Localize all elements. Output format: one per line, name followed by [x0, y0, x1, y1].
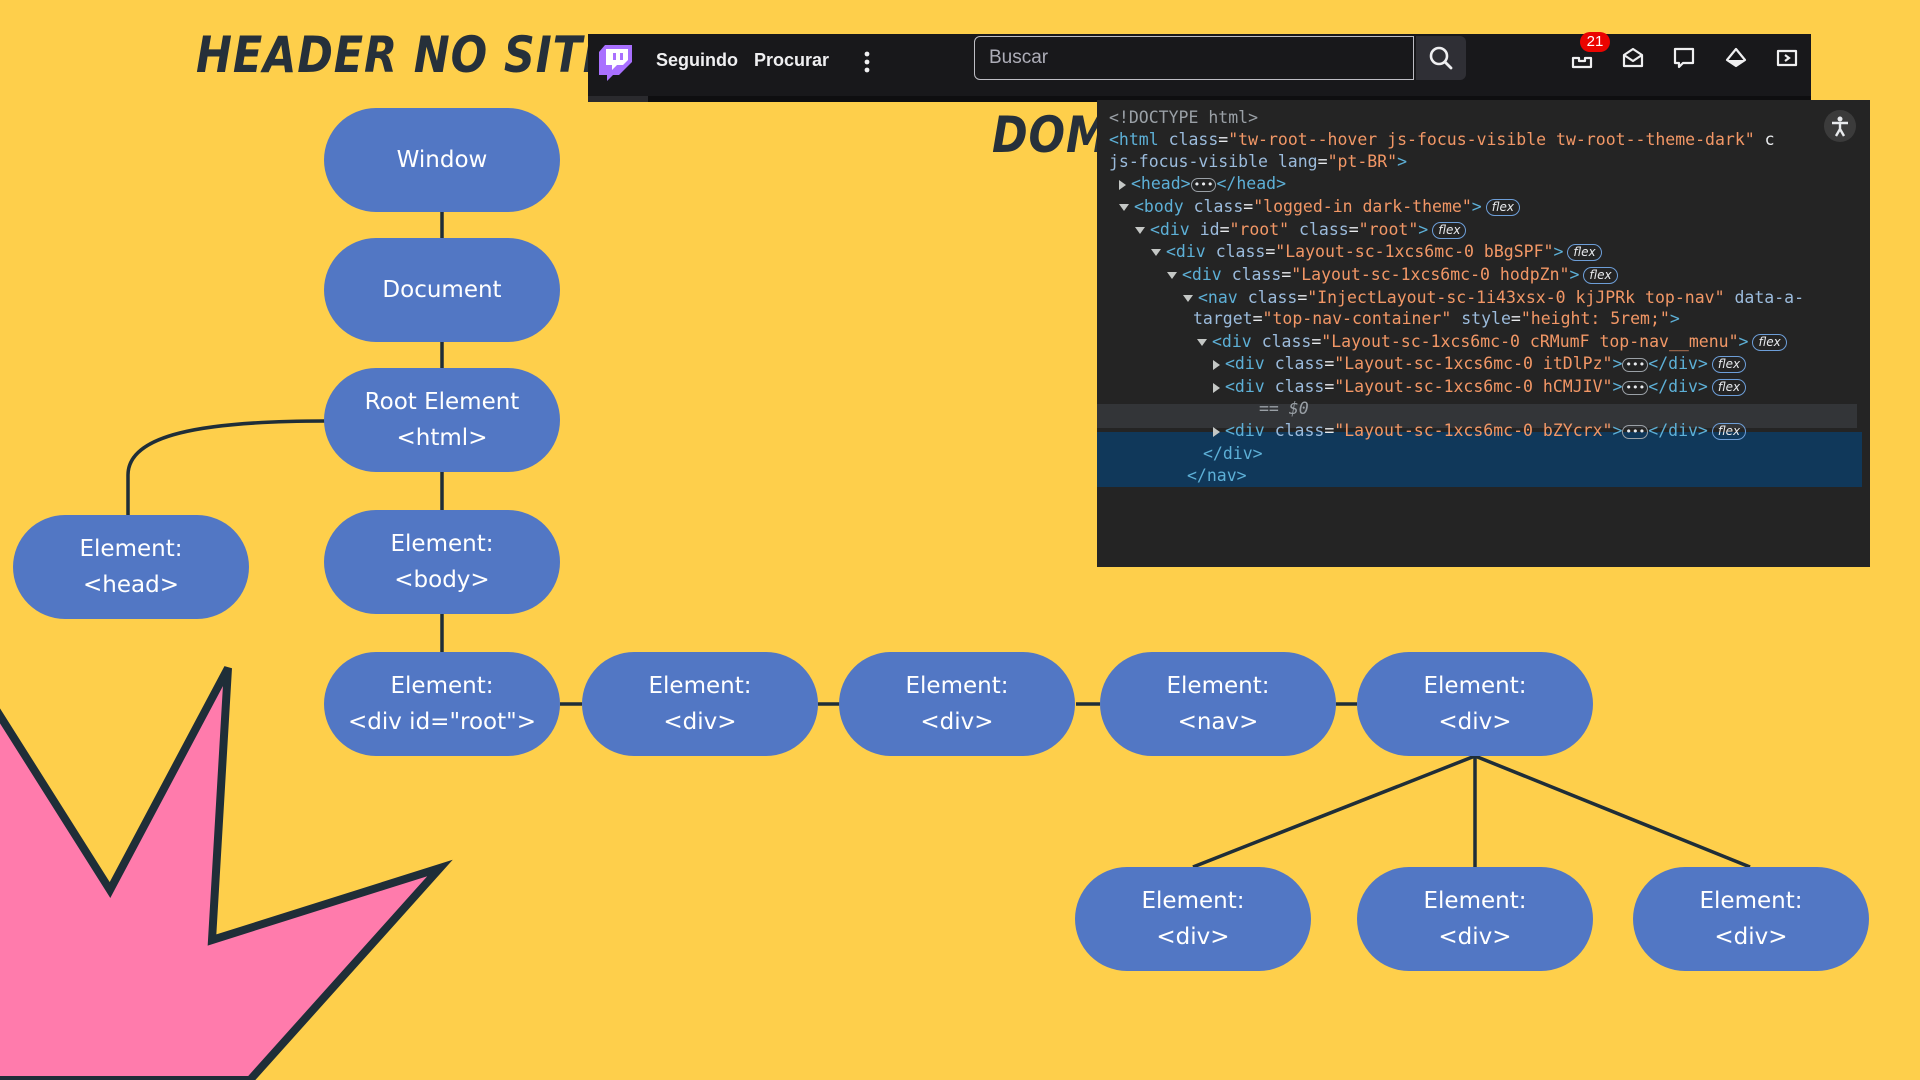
notification-count-badge: 21	[1580, 32, 1610, 52]
flex-badge[interactable]: flex	[1432, 222, 1467, 239]
devtools-elements-panel: <!DOCTYPE html> <html class="tw-root--hov…	[1097, 100, 1870, 567]
dom-line[interactable]: <div class="Layout-sc-1xcs6mc-0 itDlPz">…	[1213, 351, 1747, 377]
nav-bottom-strip	[588, 96, 1811, 102]
dom-line[interactable]: <div class="Layout-sc-1xcs6mc-0 bZYcrx">…	[1213, 418, 1747, 444]
bits-icon[interactable]	[1775, 46, 1799, 70]
dom-line[interactable]: <body class="logged-in dark-theme">flex	[1119, 194, 1520, 220]
node-child-div-2: Element: <div>	[1357, 867, 1593, 971]
node-window: Window	[324, 108, 560, 212]
dom-line[interactable]: <div class="Layout-sc-1xcs6mc-0 bBgSPF">…	[1151, 239, 1602, 265]
node-child-div-1: Element: <div>	[1075, 867, 1311, 971]
flex-badge[interactable]: flex	[1711, 379, 1747, 396]
expand-toggle-icon[interactable]	[1197, 339, 1207, 346]
node-document: Document	[324, 238, 560, 342]
expand-toggle-icon[interactable]	[1119, 204, 1129, 211]
node-div-2: Element: <div>	[839, 652, 1075, 756]
search-input[interactable]	[974, 36, 1414, 80]
more-vertical-icon[interactable]	[860, 46, 874, 78]
node-body: Element: <body>	[324, 510, 560, 614]
prime-crown-icon[interactable]	[1724, 46, 1748, 70]
whispers-icon[interactable]	[1621, 46, 1645, 70]
dom-line[interactable]: </div>	[1203, 444, 1263, 463]
decorative-star-shape	[0, 666, 453, 1080]
expand-toggle-icon[interactable]	[1183, 295, 1193, 302]
node-div-root: Element: <div id="root">	[324, 652, 560, 756]
selected-row-highlight	[1097, 432, 1862, 487]
hovered-row-highlight	[1097, 404, 1857, 428]
node-nav: Element: <nav>	[1100, 652, 1336, 756]
dom-heading: DOM	[992, 106, 1110, 164]
search-icon	[1429, 46, 1453, 70]
twitch-logo-icon[interactable]	[598, 44, 634, 82]
selected-node-marker: == $0	[1259, 399, 1309, 418]
dom-line[interactable]: target="top-nav-container" style="height…	[1193, 309, 1680, 328]
notifications-icon[interactable]	[1570, 46, 1594, 70]
edge-div3-child1	[1192, 754, 1476, 869]
dom-line[interactable]: <div class="Layout-sc-1xcs6mc-0 hCMJIV">…	[1213, 374, 1747, 400]
dom-line[interactable]: <html class="tw-root--hover js-focus-vis…	[1109, 130, 1775, 149]
dom-line[interactable]: <head>•••</head>	[1119, 171, 1286, 197]
expand-toggle-icon[interactable]	[1167, 272, 1177, 279]
dom-line[interactable]: <div id="root" class="root">flex	[1135, 217, 1467, 243]
node-head: Element: <head>	[13, 515, 249, 619]
node-root-element: Root Element <html>	[324, 368, 560, 472]
ellipsis-icon[interactable]: •••	[1190, 177, 1217, 192]
twitch-top-nav: Seguindo Procurar 21	[588, 32, 1811, 102]
header-no-site-heading: HEADER NO SITE	[196, 26, 614, 84]
flex-badge[interactable]: flex	[1485, 199, 1520, 216]
edge-div3-child3	[1474, 754, 1751, 869]
ellipsis-icon[interactable]: •••	[1622, 424, 1649, 439]
expand-toggle-icon[interactable]	[1213, 382, 1220, 393]
ellipsis-icon[interactable]: •••	[1622, 357, 1649, 372]
flex-badge[interactable]: flex	[1711, 423, 1747, 440]
flex-badge[interactable]: flex	[1567, 244, 1602, 261]
nav-following-link[interactable]: Seguindo	[656, 50, 738, 70]
search-button[interactable]	[1416, 36, 1466, 80]
flex-badge[interactable]: flex	[1583, 267, 1618, 284]
accessibility-icon[interactable]	[1824, 110, 1856, 142]
expand-toggle-icon[interactable]	[1135, 227, 1145, 234]
dom-line[interactable]: js-focus-visible lang="pt-BR">	[1109, 152, 1408, 171]
edge-root-head	[126, 419, 327, 517]
expand-toggle-icon[interactable]	[1119, 179, 1126, 190]
dom-line[interactable]: <div class="Layout-sc-1xcs6mc-0 cRMumF t…	[1197, 329, 1787, 355]
flex-badge[interactable]: flex	[1711, 356, 1747, 373]
dom-line[interactable]: <!DOCTYPE html>	[1109, 108, 1259, 127]
nav-browse-link[interactable]: Procurar	[754, 50, 830, 70]
ellipsis-icon[interactable]: •••	[1622, 380, 1649, 395]
node-div-3: Element: <div>	[1357, 652, 1593, 756]
node-div-1: Element: <div>	[582, 652, 818, 756]
node-child-div-3: Element: <div>	[1633, 867, 1869, 971]
dom-line[interactable]: </nav>	[1187, 466, 1247, 485]
chat-icon[interactable]	[1672, 46, 1696, 70]
dom-line[interactable]: <nav class="InjectLayout-sc-1i43xsx-0 kj…	[1183, 285, 1804, 311]
expand-toggle-icon[interactable]	[1213, 426, 1220, 437]
expand-toggle-icon[interactable]	[1151, 249, 1161, 256]
expand-toggle-icon[interactable]	[1213, 359, 1220, 370]
dom-line[interactable]: <div class="Layout-sc-1xcs6mc-0 hodpZn">…	[1167, 262, 1618, 288]
flex-badge[interactable]: flex	[1752, 334, 1787, 351]
